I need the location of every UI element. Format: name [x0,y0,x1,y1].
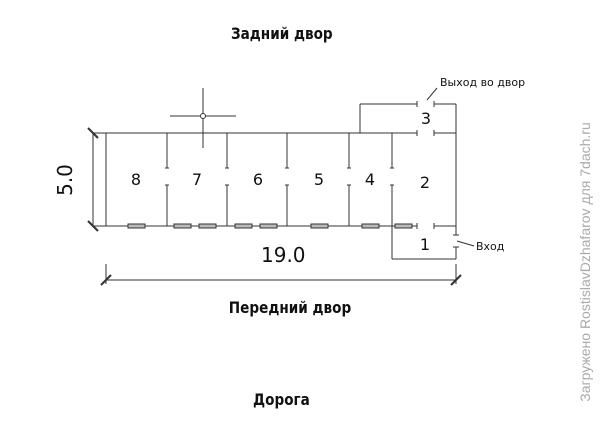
exit-leader [426,87,438,101]
window [198,223,217,229]
window [310,223,329,229]
room-7-label: 7 [192,170,202,189]
window [127,223,146,229]
windows [127,223,413,229]
backyard-title: Задний двор [230,24,333,43]
walls [105,103,457,260]
height-dimension: 5.0 [53,164,77,196]
entry-leader [456,240,475,247]
frontyard-title: Передний двор [228,298,352,317]
window [259,223,278,229]
window [173,223,192,229]
room-4-label: 4 [365,170,375,189]
window [361,223,380,229]
room-1-label: 1 [420,235,430,254]
dimension-lines [87,127,462,286]
crosshair-marker [170,88,236,148]
window [394,223,413,229]
entry-label: Вход [476,240,505,253]
room-2-label: 2 [420,173,430,192]
room-8-label: 8 [131,170,141,189]
door-ticks [416,101,459,248]
width-dimension: 19.0 [261,243,306,267]
partitions [165,133,394,226]
room-3-label: 3 [421,109,431,128]
room-6-label: 6 [253,170,263,189]
road-title: Дорога [253,390,310,409]
exit-label: Выход во двор [440,76,525,89]
room-5-label: 5 [314,170,324,189]
window [234,223,253,229]
